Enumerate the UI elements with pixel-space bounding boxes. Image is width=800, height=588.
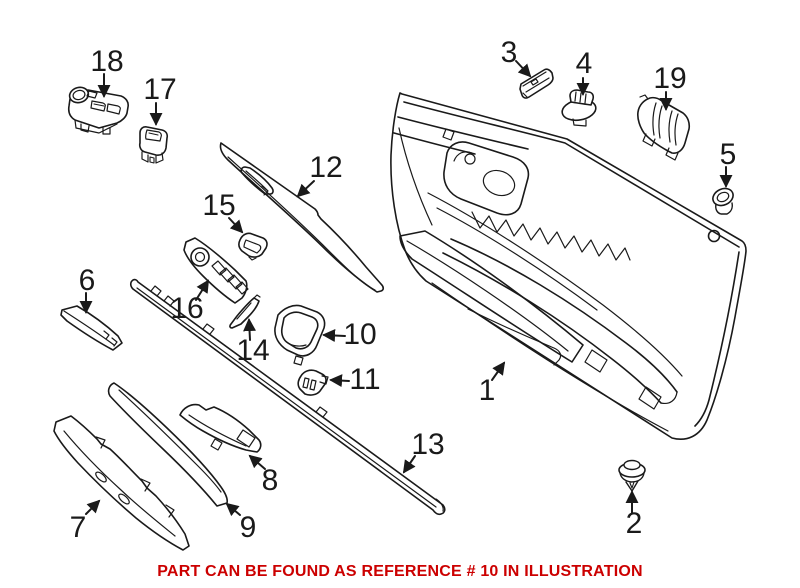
part-17-drawing <box>140 127 168 163</box>
part-2-drawing <box>619 461 645 492</box>
reference-note: PART CAN BE FOUND AS REFERENCE # 10 IN I… <box>157 563 643 580</box>
part-label-16: 16 <box>170 292 204 325</box>
arrow-to-part-16 <box>196 279 210 300</box>
part-9-drawing <box>109 383 228 506</box>
part-12-drawing <box>220 143 383 292</box>
part-label-17: 17 <box>143 73 177 106</box>
part-label-9: 9 <box>239 511 257 544</box>
part-label-5: 5 <box>719 138 737 171</box>
arrow-to-part-11 <box>329 374 349 388</box>
part-14-drawing <box>230 295 260 328</box>
part-label-1: 1 <box>478 374 496 407</box>
part-label-12: 12 <box>309 151 343 184</box>
arrow-to-part-9 <box>225 502 240 517</box>
part-7-drawing <box>54 416 189 550</box>
part-8-drawing <box>180 405 261 452</box>
arrow-to-part-1 <box>492 361 506 380</box>
part-label-6: 6 <box>78 264 96 297</box>
part-label-15: 15 <box>202 189 236 222</box>
part-19-drawing <box>638 95 689 160</box>
part-label-4: 4 <box>575 47 593 80</box>
part-5-drawing <box>710 185 736 214</box>
part-18-drawing <box>68 85 128 134</box>
part-16-drawing <box>184 238 248 303</box>
arrow-to-part-13 <box>402 456 415 474</box>
part-label-13: 13 <box>411 428 445 461</box>
part-label-2: 2 <box>625 507 643 540</box>
arrow-to-part-7 <box>86 499 101 514</box>
part-11-drawing <box>298 370 328 395</box>
part-4-drawing <box>561 90 598 126</box>
part-label-18: 18 <box>90 45 124 78</box>
part-6-drawing <box>61 306 122 350</box>
part-label-7: 7 <box>69 511 87 544</box>
arrow-to-part-8 <box>248 454 265 469</box>
leader-arrows <box>79 61 733 517</box>
arrow-to-part-3 <box>516 61 532 78</box>
arrow-to-part-14 <box>243 318 257 340</box>
part-label-14: 14 <box>236 334 270 367</box>
part-15-drawing <box>239 233 267 260</box>
arrow-to-part-15 <box>229 218 244 234</box>
part-13-drawing <box>131 280 445 515</box>
part-1-drawing <box>391 93 746 439</box>
part-label-3: 3 <box>500 36 518 69</box>
arrow-to-part-12 <box>296 181 314 198</box>
part-10-drawing <box>275 305 325 365</box>
part-label-10: 10 <box>343 318 377 351</box>
arrow-to-part-10 <box>322 329 345 343</box>
part-label-19: 19 <box>653 62 687 95</box>
part-label-11: 11 <box>349 363 381 396</box>
part-3-drawing <box>520 69 553 98</box>
part-label-8: 8 <box>261 464 279 497</box>
